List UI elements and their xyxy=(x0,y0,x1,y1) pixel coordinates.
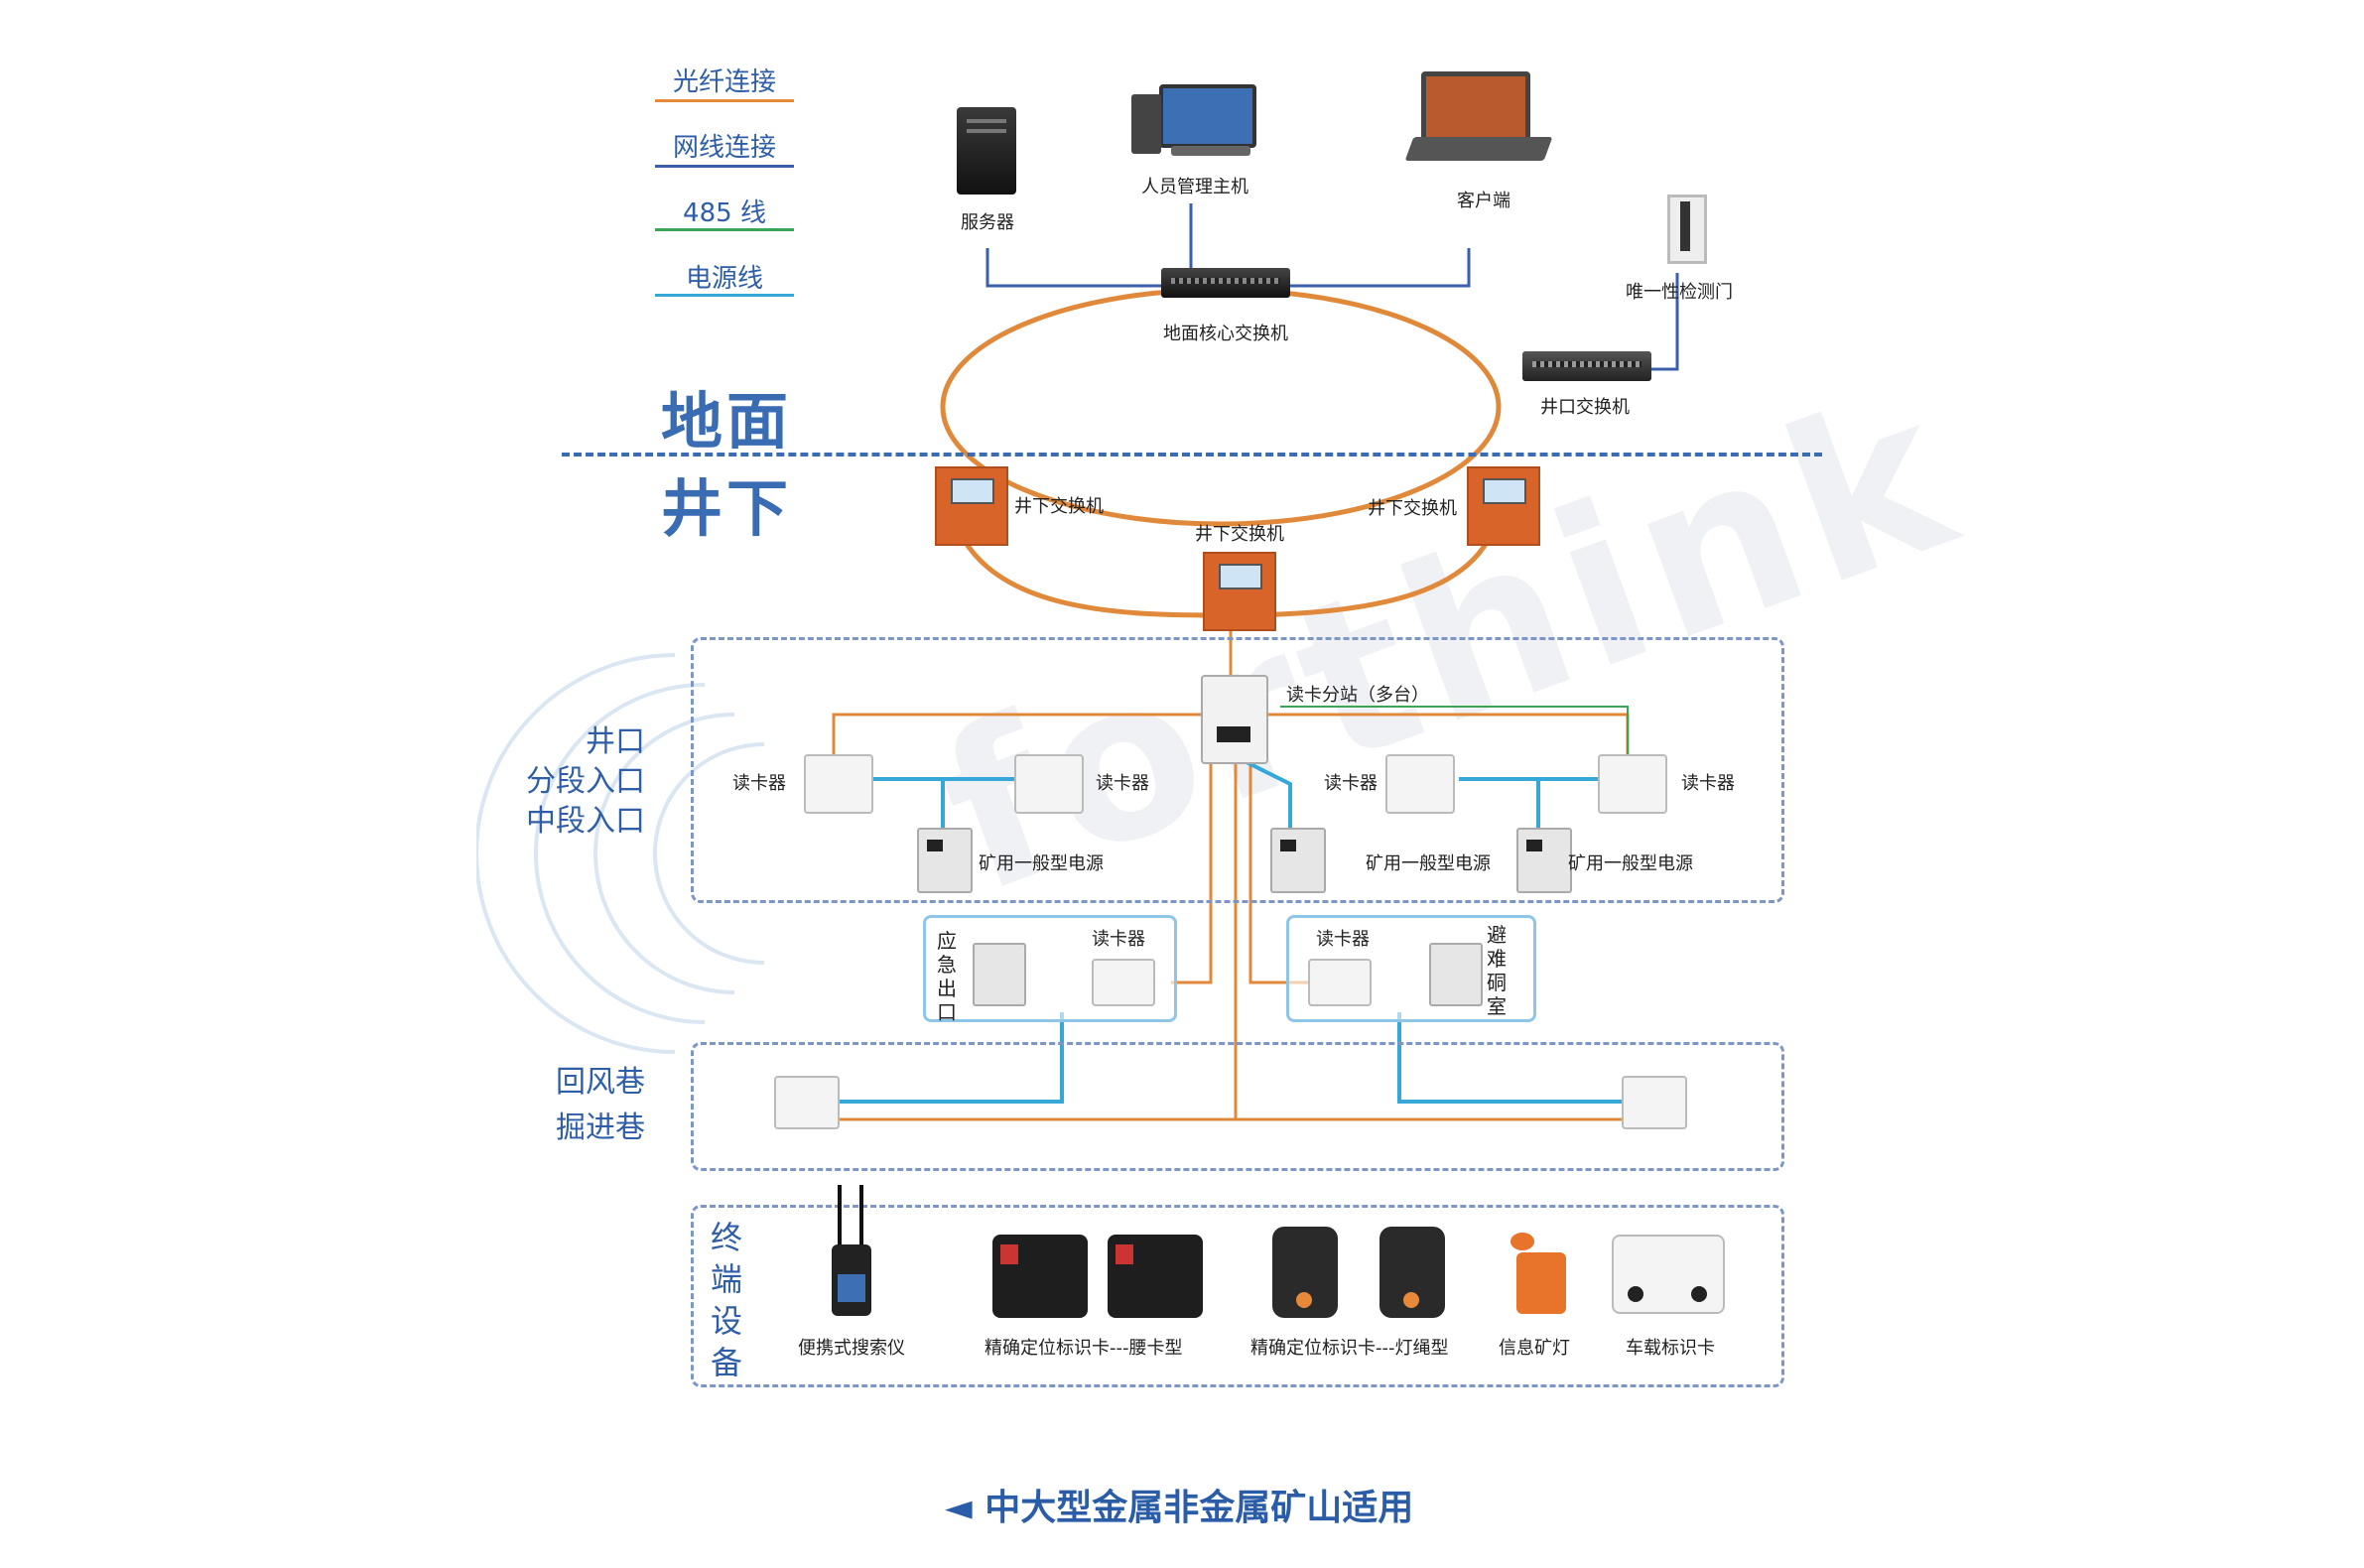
decorative-arcs xyxy=(476,653,765,1054)
section-wellhead-line-3: 中段入口 xyxy=(526,804,645,839)
info-miner-lamp-label: 信息矿灯 xyxy=(1499,1338,1570,1359)
waist-card-label: 精确定位标识卡---腰卡型 xyxy=(985,1338,1183,1359)
reader-c-label: 读卡器 xyxy=(1324,773,1378,794)
legend-ethernet-label: 网线连接 xyxy=(672,133,776,163)
waist-card-device-2[interactable] xyxy=(1108,1235,1203,1318)
airway-reader-right[interactable] xyxy=(1622,1076,1687,1129)
section-wellhead-label: 井口 分段入口 中段入口 xyxy=(437,722,645,842)
core-switch-device[interactable] xyxy=(1161,268,1290,298)
refuge-reader-device[interactable] xyxy=(1308,959,1372,1006)
reader-c-device[interactable] xyxy=(1385,754,1455,814)
section-wellhead-line-2: 分段入口 xyxy=(526,764,645,799)
management-host-device[interactable] xyxy=(1131,84,1256,156)
refuge-chamber-label: 避难硐室 xyxy=(1487,923,1507,1018)
terminals-box xyxy=(691,1205,1784,1387)
reader-b-device[interactable] xyxy=(1014,754,1084,814)
emergency-power-device[interactable] xyxy=(973,943,1026,1006)
refuge-reader-label: 读卡器 xyxy=(1316,929,1370,950)
server-device[interactable] xyxy=(957,107,1016,195)
waist-card-device-1[interactable] xyxy=(992,1235,1088,1318)
client-device[interactable] xyxy=(1404,71,1553,166)
core-switch-label: 地面核心交换机 xyxy=(1163,324,1288,344)
reader-d-device[interactable] xyxy=(1598,754,1667,814)
section-wellhead-box xyxy=(691,637,1784,903)
power-supply-b[interactable] xyxy=(1270,828,1326,893)
vehicle-card-device[interactable] xyxy=(1612,1235,1725,1314)
legend-power-line xyxy=(655,294,794,297)
card-substation-label: 读卡分站（多台） xyxy=(1286,685,1429,706)
terminals-label: 终端设备 xyxy=(710,1219,742,1381)
section-airway-line-2: 掘进巷 xyxy=(556,1111,645,1145)
reader-d-label: 读卡器 xyxy=(1681,773,1735,794)
footer-caption: ◄ 中大型金属非金属矿山适用 xyxy=(945,1488,1414,1528)
emergency-reader-device[interactable] xyxy=(1092,959,1155,1006)
section-wellhead-line-1: 井口 xyxy=(586,724,645,759)
underground-switch-left-label: 井下交换机 xyxy=(1014,496,1104,517)
legend-ethernet-line xyxy=(655,165,794,168)
underground-switch-left[interactable] xyxy=(935,466,1008,546)
section-airway-box xyxy=(691,1042,1784,1171)
underground-label: 井下 xyxy=(661,472,793,545)
underground-switch-bottom-label: 井下交换机 xyxy=(1195,524,1284,545)
power-supply-b-label: 矿用一般型电源 xyxy=(1366,853,1491,874)
legend-power-label: 电源线 xyxy=(685,264,763,294)
power-supply-a[interactable] xyxy=(917,828,973,893)
emergency-reader-label: 读卡器 xyxy=(1092,929,1145,950)
emergency-exit-label: 应急出口 xyxy=(937,929,957,1024)
ground-underground-divider xyxy=(562,453,1822,457)
reader-a-label: 读卡器 xyxy=(732,773,786,794)
legend-485-label: 485 线 xyxy=(683,198,766,228)
airway-reader-left[interactable] xyxy=(774,1076,840,1129)
detection-gate-device[interactable] xyxy=(1667,195,1707,264)
info-miner-lamp-device[interactable] xyxy=(1510,1233,1566,1314)
section-airway-label: 回风巷 掘进巷 xyxy=(437,1060,645,1151)
refuge-power-device[interactable] xyxy=(1429,943,1483,1006)
underground-switch-bottom[interactable] xyxy=(1203,552,1276,631)
card-substation-device[interactable] xyxy=(1201,675,1268,764)
reader-a-device[interactable] xyxy=(804,754,873,814)
power-supply-a-label: 矿用一般型电源 xyxy=(979,853,1104,874)
detection-gate-label: 唯一性检测门 xyxy=(1626,282,1733,303)
underground-switch-right-label: 井下交换机 xyxy=(1368,498,1457,519)
vehicle-card-label: 车载标识卡 xyxy=(1626,1338,1715,1359)
legend-fiber-line xyxy=(655,99,794,102)
reader-b-label: 读卡器 xyxy=(1096,773,1149,794)
server-label: 服务器 xyxy=(961,212,1014,233)
portable-searcher-device[interactable] xyxy=(832,1185,871,1316)
well-switch-label: 井口交换机 xyxy=(1540,397,1630,418)
power-supply-c[interactable] xyxy=(1516,828,1572,893)
underground-switch-right[interactable] xyxy=(1467,466,1540,546)
section-airway-line-1: 回风巷 xyxy=(556,1065,645,1100)
management-host-label: 人员管理主机 xyxy=(1141,177,1248,197)
lamp-card-device-1[interactable] xyxy=(1272,1227,1338,1318)
ground-label: 地面 xyxy=(661,385,793,457)
lamp-card-label: 精确定位标识卡---灯绳型 xyxy=(1250,1338,1449,1359)
client-label: 客户端 xyxy=(1457,191,1510,211)
portable-searcher-label: 便携式搜索仪 xyxy=(798,1338,905,1359)
power-supply-c-label: 矿用一般型电源 xyxy=(1568,853,1693,874)
lamp-card-device-2[interactable] xyxy=(1379,1227,1445,1318)
legend-fiber-label: 光纤连接 xyxy=(672,67,776,97)
well-switch-device[interactable] xyxy=(1522,351,1651,381)
legend-485-line xyxy=(655,228,794,231)
